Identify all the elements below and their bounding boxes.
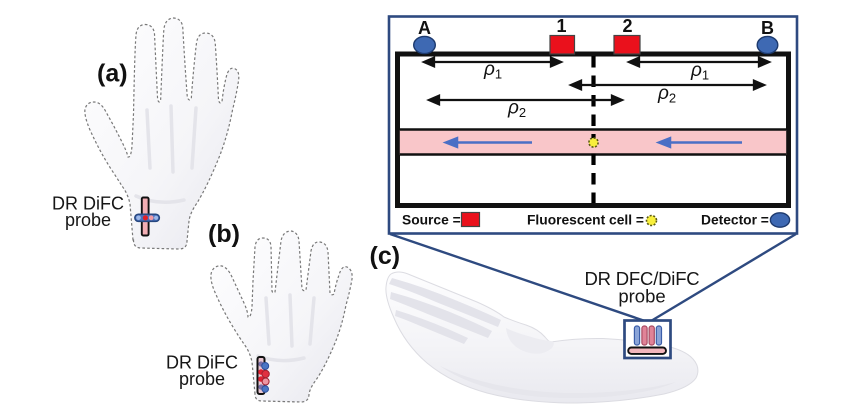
svg-text:B: B [761,18,774,38]
svg-text:DR DiFC: DR DiFC [166,353,238,373]
svg-text:DR DiFC: DR DiFC [52,194,124,214]
svg-text:A: A [418,18,431,38]
svg-text:1: 1 [556,16,566,36]
svg-text:probe: probe [179,369,225,389]
svg-text:Source =: Source = [402,213,461,228]
svg-text:DR DFC/DiFC: DR DFC/DiFC [585,268,700,289]
svg-text:probe: probe [618,286,665,307]
svg-text:probe: probe [65,210,111,230]
svg-text:(c): (c) [370,242,401,270]
svg-text:Fluorescent cell =: Fluorescent cell = [527,213,644,228]
svg-text:Detector =: Detector = [701,213,769,228]
svg-text:2: 2 [622,16,632,36]
svg-text:(a): (a) [97,60,128,88]
svg-text:(b): (b) [208,220,240,248]
